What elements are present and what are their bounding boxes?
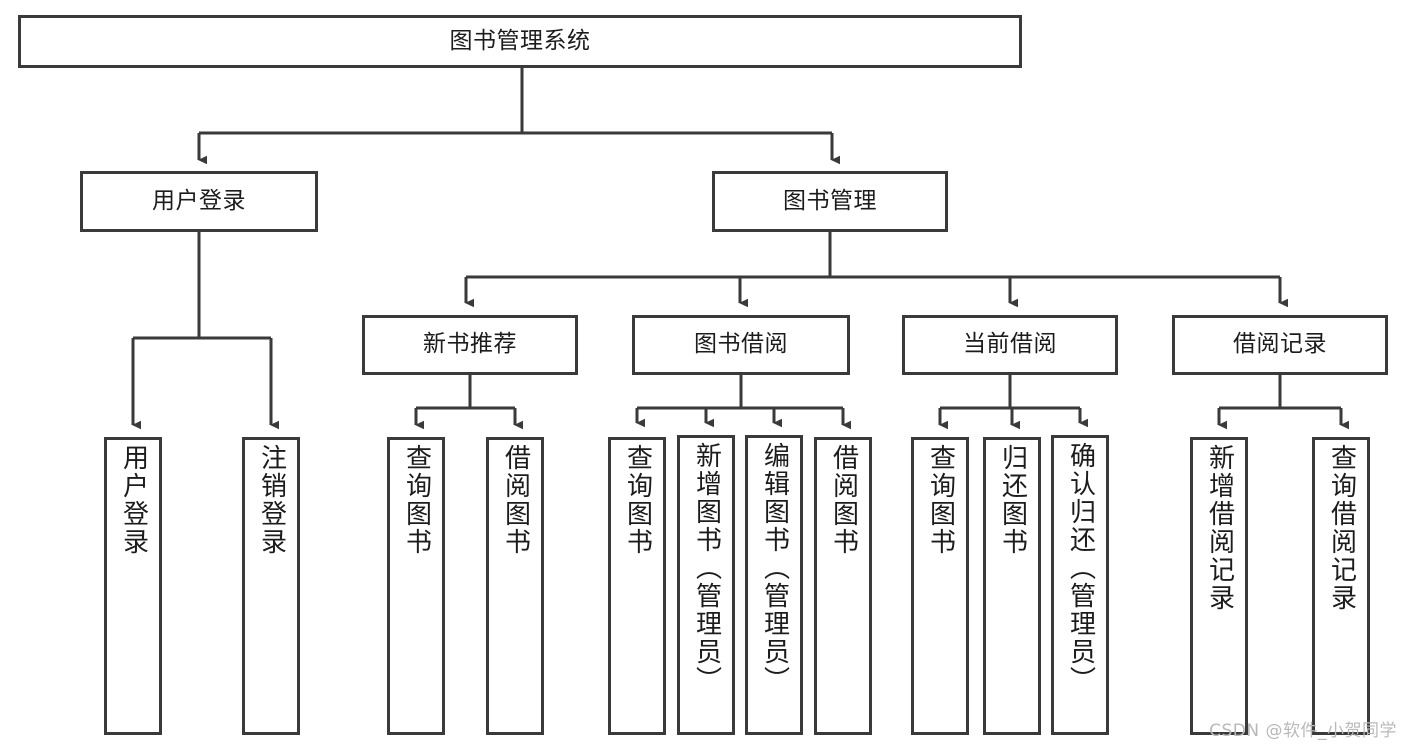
node-book-borrow-label: 图书借阅 xyxy=(694,331,788,358)
node-leaf-logout-label: 注销登录 xyxy=(256,444,287,556)
node-leaf-borrow-book-1-label: 借阅图书 xyxy=(500,444,531,556)
node-borrow-record-label: 借阅记录 xyxy=(1233,331,1327,358)
node-leaf-add-record[interactable]: 新增借阅记录 xyxy=(1190,437,1248,735)
node-leaf-borrow-book-2-label: 借阅图书 xyxy=(828,444,859,556)
node-leaf-edit-book-label: 编辑图书（管理员） xyxy=(759,442,790,694)
node-leaf-query-book-3[interactable]: 查询图书 xyxy=(911,437,969,735)
node-new-book-recommend[interactable]: 新书推荐 xyxy=(362,315,578,375)
edges-userlogin-to-leaves xyxy=(131,232,279,430)
node-new-book-recommend-label: 新书推荐 xyxy=(423,331,517,358)
node-current-borrow-label: 当前借阅 xyxy=(963,331,1057,358)
node-book-borrow[interactable]: 图书借阅 xyxy=(632,315,850,375)
node-root[interactable]: 图书管理系统 xyxy=(18,15,1022,68)
node-leaf-add-record-label: 新增借阅记录 xyxy=(1204,444,1235,612)
node-leaf-borrow-book-1[interactable]: 借阅图书 xyxy=(486,437,544,735)
node-leaf-user-login-label: 用户登录 xyxy=(118,444,149,556)
node-book-management[interactable]: 图书管理 xyxy=(712,171,948,232)
node-leaf-query-record[interactable]: 查询借阅记录 xyxy=(1312,437,1370,735)
node-leaf-add-book-label: 新增图书（管理员） xyxy=(691,442,722,694)
node-root-label: 图书管理系统 xyxy=(449,27,591,54)
node-leaf-query-record-label: 查询借阅记录 xyxy=(1326,444,1357,612)
node-leaf-confirm-return-label: 确认归还（管理员） xyxy=(1065,442,1096,694)
node-leaf-confirm-return[interactable]: 确认归还（管理员） xyxy=(1051,435,1109,735)
edges-root-to-level2 xyxy=(197,68,840,165)
node-leaf-return-book[interactable]: 归还图书 xyxy=(983,437,1041,735)
node-leaf-query-book-3-label: 查询图书 xyxy=(925,444,956,556)
edges-bookmgmt-to-level3 xyxy=(464,232,1288,308)
node-leaf-query-book-2-label: 查询图书 xyxy=(622,444,653,556)
edges-borrowrecord-to-leaves xyxy=(1217,375,1349,430)
node-leaf-add-book[interactable]: 新增图书（管理员） xyxy=(677,435,735,735)
node-leaf-query-book-1[interactable]: 查询图书 xyxy=(387,437,445,735)
node-leaf-query-book-1-label: 查询图书 xyxy=(401,444,432,556)
node-leaf-borrow-book-2[interactable]: 借阅图书 xyxy=(814,437,872,735)
node-leaf-user-login[interactable]: 用户登录 xyxy=(104,437,162,735)
edges-newbook-to-leaves xyxy=(414,375,523,430)
node-borrow-record[interactable]: 借阅记录 xyxy=(1172,315,1388,375)
node-leaf-edit-book[interactable]: 编辑图书（管理员） xyxy=(745,435,803,735)
node-user-login-label: 用户登录 xyxy=(152,187,246,214)
node-current-borrow[interactable]: 当前借阅 xyxy=(902,315,1118,375)
edges-bookborrow-to-leaves xyxy=(635,375,851,430)
node-book-management-label: 图书管理 xyxy=(783,187,877,214)
node-leaf-return-book-label: 归还图书 xyxy=(997,444,1028,556)
node-user-login[interactable]: 用户登录 xyxy=(80,171,318,232)
node-leaf-query-book-2[interactable]: 查询图书 xyxy=(608,437,666,735)
edges-currentborrow-to-leaves xyxy=(938,375,1088,430)
node-leaf-logout[interactable]: 注销登录 xyxy=(242,437,300,735)
